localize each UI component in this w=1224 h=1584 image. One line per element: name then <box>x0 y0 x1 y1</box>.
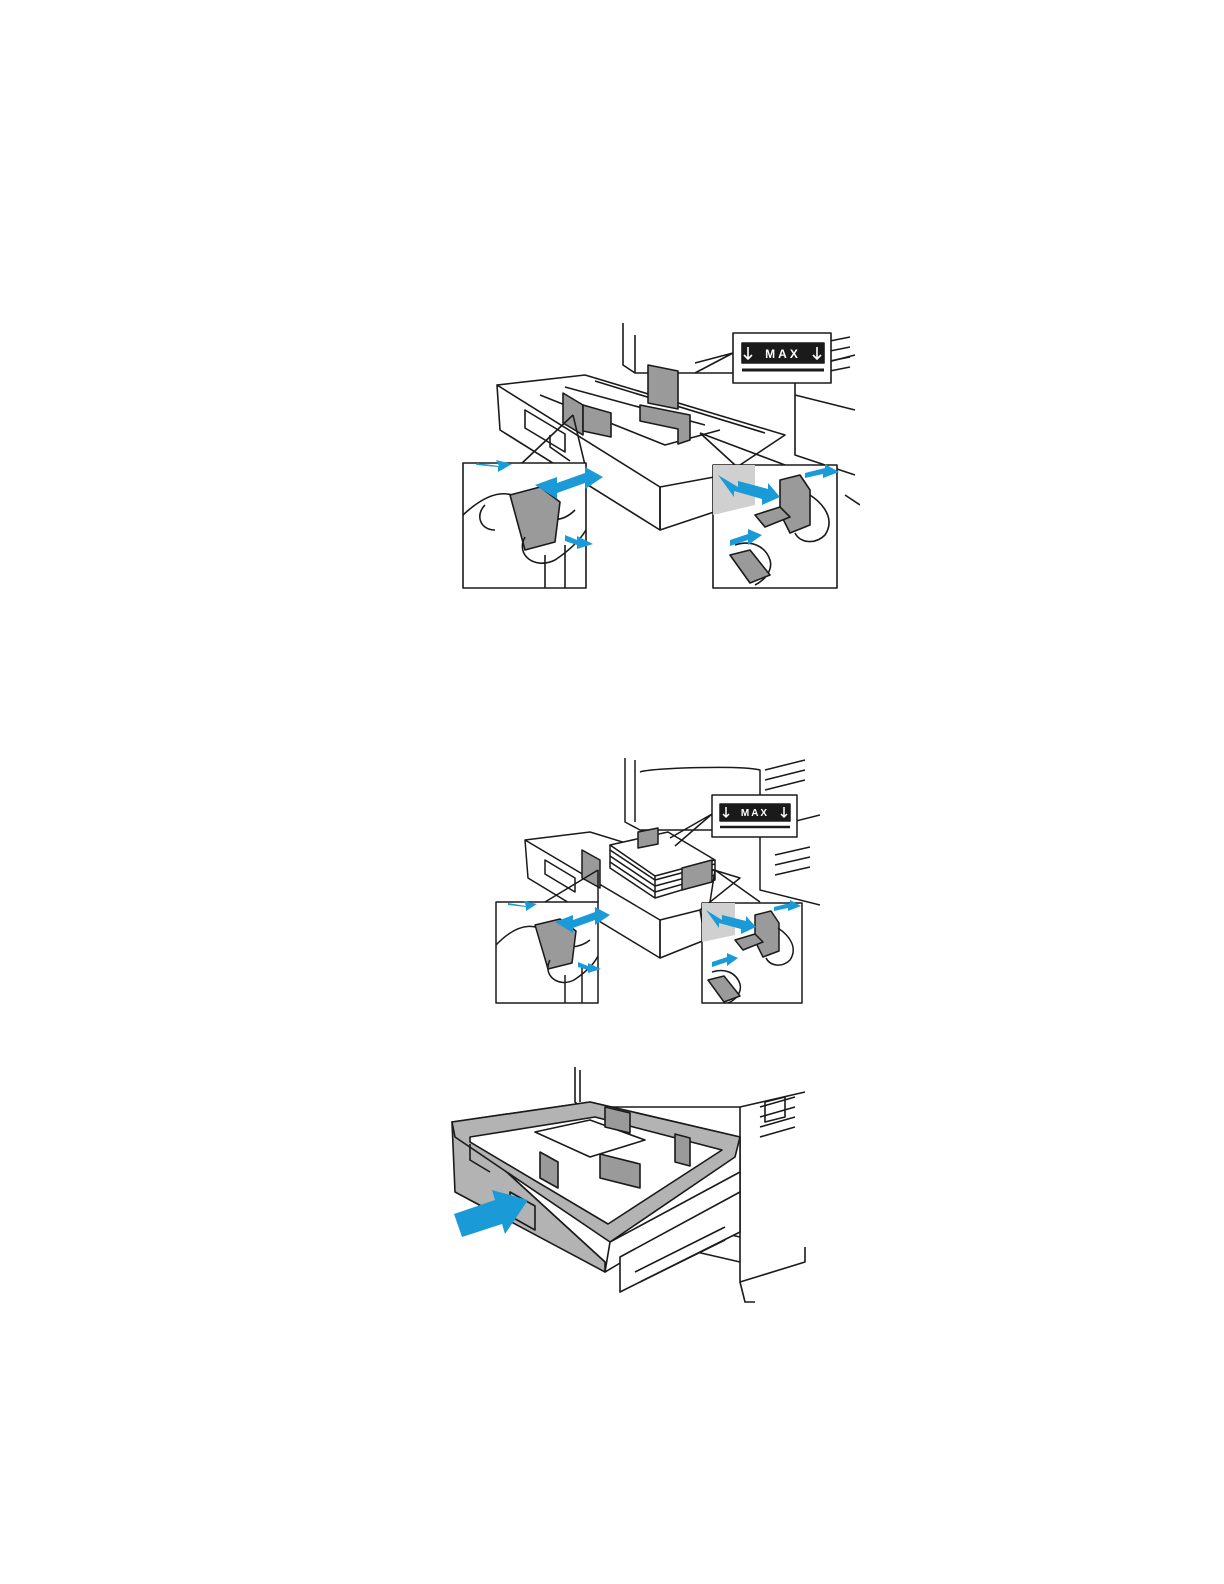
max-label-callout <box>670 795 797 846</box>
max-label: MAX <box>765 347 801 361</box>
figure-close-tray <box>440 1062 815 1312</box>
figure-adjust-paper-guides: MAX <box>455 315 860 595</box>
max-label: MAX <box>741 808 769 819</box>
figure-load-paper: MAX <box>490 750 820 1008</box>
zoom-line-right <box>700 433 785 465</box>
zoom-line-right <box>710 870 760 902</box>
max-label-callout <box>695 333 831 383</box>
